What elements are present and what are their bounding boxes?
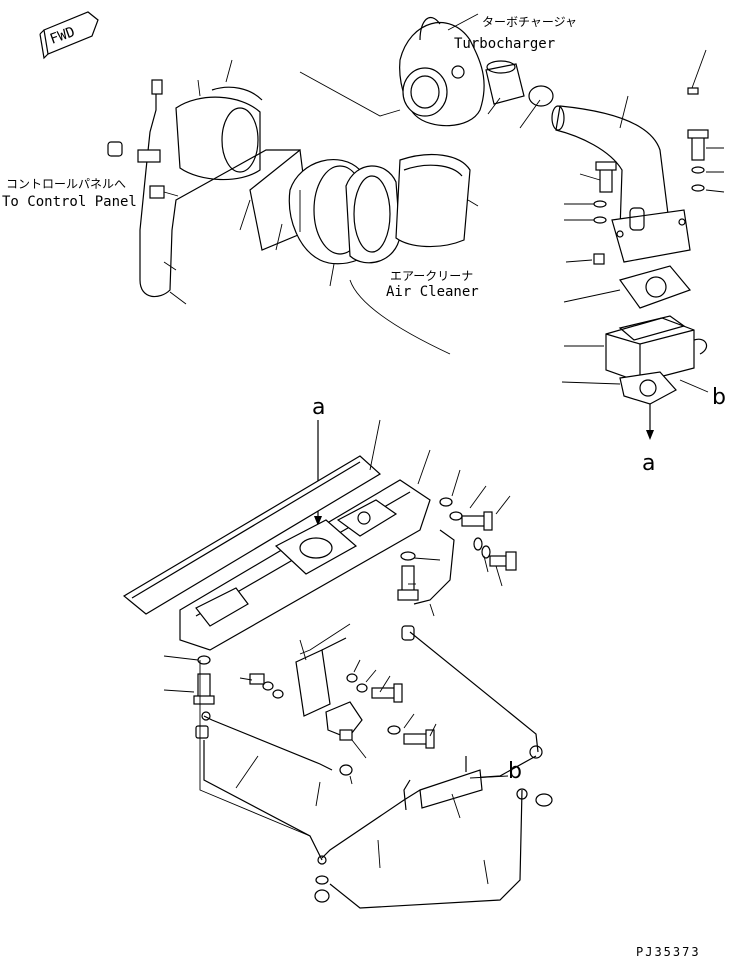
control-cable [107,79,300,298]
leader-b-lower [469,775,509,779]
ref-a-mid: a [312,395,325,420]
bracket [249,637,403,717]
gasket-lower [619,371,677,405]
intake-hose [175,86,311,251]
ref-b-lower: b [508,759,522,784]
leader-lines-upper [163,49,725,385]
bolts-middle [400,497,517,571]
heater-block [605,315,708,383]
manifold-gasket [122,455,382,615]
leader-lines-lower [163,419,511,885]
turbocharger-label-en: Turbocharger [454,36,555,52]
air-cleaner [395,153,471,248]
flange-gasket [288,159,401,265]
control-panel-label-en: To Control Panel [2,194,137,210]
turbocharger [399,17,485,127]
left-sensor [193,655,215,705]
elbow-pipe [551,105,691,263]
outlet-pipe [485,60,554,107]
turbocharger-label-jp: ターボチャージャ [482,15,577,29]
bolts-right [593,87,709,265]
air-cleaner-label-jp: エアークリーナ [390,269,473,283]
lower-harness [195,631,553,909]
exhaust-manifold [179,479,431,651]
relay-block [325,701,435,776]
control-panel-label-jp: コントロールパネルへ [6,177,126,191]
ref-a-right: a [642,451,655,476]
ref-b-right: b [712,385,726,410]
gasket-upper [619,265,692,309]
drawing-code: PJ35373 [636,945,701,959]
temp-sensor [397,529,455,641]
fwd-arrow-icon [39,11,99,60]
air-cleaner-label-en: Air Cleaner [386,284,479,300]
leader-b-right [679,379,709,393]
arrow-a-right [646,404,654,440]
